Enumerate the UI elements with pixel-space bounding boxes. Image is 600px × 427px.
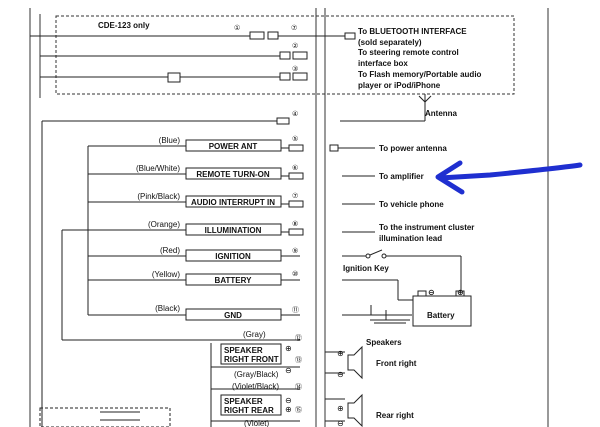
color-yellow: (Yellow) (152, 270, 180, 279)
dest-cluster-2: illumination lead (379, 234, 442, 243)
speaker-rear-1: SPEAKER (224, 397, 263, 406)
fn-battery: BATTERY (215, 276, 253, 285)
dest-steering-1: To steering remote control (358, 48, 459, 57)
speakers-label: Speakers (366, 338, 402, 347)
speaker-front-1: SPEAKER (224, 346, 263, 355)
function-labels: POWER ANT REMOTE TURN-ON AUDIO INTERRUPT… (191, 142, 275, 320)
pin-5: ⑤ (292, 135, 298, 143)
fn-audio-interrupt: AUDIO INTERRUPT IN (191, 198, 275, 207)
top-connectors (30, 31, 356, 83)
blue-arrow-annotation (435, 160, 583, 195)
color-blue-white: (Blue/White) (136, 164, 180, 173)
battery-label: Battery (427, 311, 455, 320)
wire-rows (61, 144, 304, 340)
pin-6: ⑥ (292, 164, 298, 172)
spk-rear-minus: ⊖ (337, 419, 344, 427)
pin-9: ⑨ (292, 248, 298, 255)
front-minus: ⊖ (285, 366, 292, 375)
pin-7: ⑦ (292, 192, 298, 200)
battery-plus: ⊕ (457, 288, 464, 297)
fn-power-ant: POWER ANT (209, 142, 258, 151)
color-blue: (Blue) (159, 136, 181, 145)
wire-violet-black: (Violet/Black) (232, 382, 279, 391)
ignition-key-label: Ignition Key (343, 264, 389, 273)
dest-bluetooth-2: (sold separately) (358, 38, 422, 47)
right-wiring (329, 144, 472, 327)
fn-illumination: ILLUMINATION (205, 226, 262, 235)
pin-8: ⑧ (292, 220, 298, 228)
pin-11: ⑪ (292, 306, 299, 314)
wire-gray-black: (Gray/Black) (234, 370, 279, 379)
wire-gray: (Gray) (243, 330, 266, 339)
rear-plus: ⊕ (285, 405, 292, 414)
dest-flash-1: To Flash memory/Portable audio (358, 70, 482, 79)
dest-cluster-1: To the instrument cluster (379, 223, 474, 232)
pin-27: ⑦ (291, 24, 297, 32)
spk-front-minus: ⊖ (337, 370, 344, 379)
color-orange: (Orange) (148, 220, 180, 229)
pin-13: ⑬ (295, 356, 302, 364)
right-destinations: To power antenna To amplifier To vehicle… (379, 144, 474, 243)
front-right-label: Front right (376, 359, 417, 368)
dest-vehicle-phone: To vehicle phone (379, 200, 444, 209)
model-note: CDE-123 only (98, 21, 150, 30)
pin-12: ⑫ (295, 334, 302, 342)
fn-ignition: IGNITION (215, 252, 251, 261)
dest-bluetooth-1: To BLUETOOTH INTERFACE (358, 27, 467, 36)
pin-numbers: ① ⑦ ② ③ ④ ⑤ ⑥ ⑦ ⑧ ⑨ ⑩ ⑪ ⑫ ⑬ ⑭ ⑮ (234, 24, 302, 414)
spk-rear-plus: ⊕ (337, 404, 344, 413)
color-black: (Black) (155, 304, 180, 313)
color-labels: (Blue) (Blue/White) (Pink/Black) (Orange… (136, 136, 180, 313)
function-boxes (185, 139, 282, 321)
fn-gnd: GND (224, 311, 242, 320)
front-plus: ⊕ (285, 344, 292, 353)
spk-front-plus: ⊕ (337, 349, 344, 358)
speaker-front-2: RIGHT FRONT (224, 355, 279, 364)
color-pink-black: (Pink/Black) (137, 192, 180, 201)
dest-steering-2: interface box (358, 59, 408, 68)
color-red: (Red) (160, 246, 180, 255)
dest-antenna: Antenna (425, 109, 458, 118)
pin-14: ⑭ (295, 383, 302, 391)
dest-power-antenna: To power antenna (379, 144, 447, 153)
dest-flash-2: player or iPod/iPhone (358, 81, 441, 90)
dest-amplifier: To amplifier (379, 172, 424, 181)
pin-15: ⑮ (295, 406, 302, 414)
fn-remote-turn-on: REMOTE TURN-ON (196, 170, 270, 179)
pin-10: ⑩ (292, 270, 298, 278)
pin-1: ① (234, 24, 240, 32)
speaker-rear-2: RIGHT REAR (224, 406, 274, 415)
wire-violet: (Violet) (244, 419, 270, 427)
battery-minus: ⊖ (428, 288, 435, 297)
cde123-only-box (55, 15, 515, 95)
rear-right-label: Rear right (376, 411, 414, 420)
rear-minus: ⊖ (285, 396, 292, 405)
speaker-wiring (39, 339, 363, 427)
pin-3: ③ (292, 65, 298, 73)
antenna-symbol (41, 94, 432, 427)
pin-2: ② (292, 43, 298, 50)
pin-4: ④ (292, 110, 298, 118)
